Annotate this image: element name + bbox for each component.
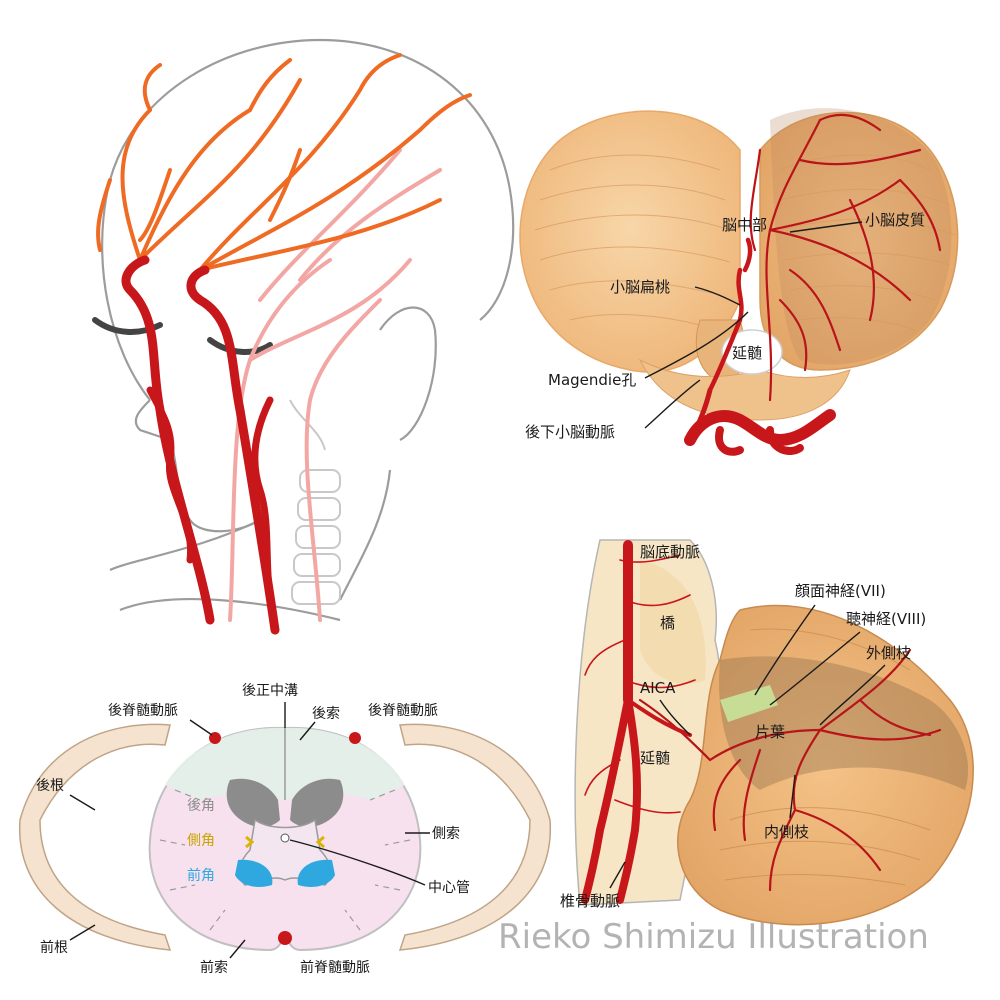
eyelid-right <box>207 337 273 355</box>
label-medial-branch: 内側枝 <box>764 823 809 841</box>
label-anterior-funiculus: 前索 <box>200 959 228 976</box>
label-anterior-root: 前根 <box>40 939 68 956</box>
leader-lateral-branch <box>819 664 886 726</box>
gray-matter-posterior <box>226 778 344 827</box>
label-vermis: 脳中部 <box>722 216 767 234</box>
basilar-vertebral-trunk <box>581 540 692 904</box>
lower-cerebellum <box>638 358 851 421</box>
leader-tonsil <box>694 286 741 306</box>
funiculus-dashes <box>159 789 411 931</box>
cranial-nerves-band <box>720 685 778 722</box>
leader-aica <box>659 699 691 736</box>
spinal-cord-panel: 後正中溝 後脊髄動脈 後脊髄動脈 後索 後根 後角 側角 前角 側索 中心管 前… <box>19 683 551 976</box>
head-outline <box>101 38 515 622</box>
leader-anterior-root <box>69 924 96 941</box>
label-aica: AICA <box>640 679 676 697</box>
label-posterior-horn: 後角 <box>187 798 215 814</box>
label-auditory-nerve: 聴神経(VIII) <box>846 610 926 628</box>
leader-magendie <box>644 311 749 379</box>
label-psa-left: 後脊髄動脈 <box>108 703 178 719</box>
label-psa-right: 後脊髄動脈 <box>368 703 438 719</box>
leader-central-canal <box>289 839 426 886</box>
head-arteries-panel <box>92 38 515 635</box>
leader-psa-left <box>189 719 213 736</box>
posterior-root-right <box>398 723 551 951</box>
cerebellum-right-hemisphere <box>759 111 959 371</box>
cerebellum-dark-band <box>719 656 969 790</box>
label-flocculus: 片葉 <box>755 723 785 741</box>
label-lateral-horn: 側角 <box>187 833 215 849</box>
pons-shade <box>640 560 706 684</box>
red-vertebral-arteries <box>146 386 274 604</box>
label-pons: 橋 <box>660 614 675 632</box>
watermark: Rieko Shimizu Illustration <box>498 917 929 957</box>
cerebellum-folia <box>534 154 956 331</box>
pica-artery-branches <box>749 113 942 402</box>
medulla-oval <box>721 329 783 375</box>
central-canal-shape <box>280 833 290 843</box>
cerebellum-panel: 脳中部 小脳皮質 小脳扁桃 延髄 Magendie孔 後下小脳動脈 <box>519 108 959 456</box>
label-posterior-median-sulcus: 後正中溝 <box>242 683 298 699</box>
pink-arteries <box>228 148 442 622</box>
posterior-spinal-artery-right-dot <box>349 732 361 744</box>
label-pica: 後下小脳動脈 <box>525 423 615 441</box>
label-lateral-branch: 外側枝 <box>866 644 911 662</box>
leader-medial-branch <box>789 774 796 819</box>
leader-vertebral-artery <box>609 861 626 889</box>
leader-cortex <box>789 221 863 233</box>
anterior-horn-right-shape <box>297 859 335 887</box>
label-vertebral-artery: 椎骨動脈 <box>560 892 620 910</box>
lateral-horn-marks <box>245 835 325 849</box>
label-posterior-root: 後根 <box>36 778 64 794</box>
cerebellum-left-hemisphere <box>519 110 741 373</box>
label-lateral-funiculus: 側索 <box>432 825 460 842</box>
vertebral-basilar-bottom <box>684 387 836 456</box>
label-anterior-spinal-artery: 前脊髄動脈 <box>300 959 370 976</box>
label-anterior-horn: 前角 <box>187 867 215 884</box>
lateral-folia <box>719 628 931 886</box>
anterior-horn-left-shape <box>235 859 273 887</box>
label-magendie: Magendie孔 <box>548 371 636 389</box>
label-tonsil: 小脳扁桃 <box>610 278 670 296</box>
label-medulla-bottom: 延髄 <box>640 749 670 767</box>
leader-pica <box>644 379 701 429</box>
label-basilar-artery: 脳底動脈 <box>640 543 700 561</box>
label-facial-nerve: 顔面神経(VII) <box>795 582 886 600</box>
posterior-root-left <box>19 723 172 951</box>
leader-anterior-funiculus <box>229 939 246 959</box>
orange-cerebral-arteries <box>96 53 472 272</box>
brainstem-panel: 脳底動脈 橋 顔面神経(VII) 聴神経(VIII) 外側枝 AICA 片葉 延… <box>560 539 974 926</box>
leader-auditory-nerve <box>769 631 861 706</box>
label-central-canal: 中心管 <box>428 880 470 896</box>
leader-facial-nerve <box>754 604 816 696</box>
label-posterior-funiculus: 後索 <box>312 705 340 722</box>
label-medulla-top: 延髄 <box>732 344 762 362</box>
aica-branches <box>638 648 942 892</box>
label-cerebellar-cortex: 小脳皮質 <box>865 211 925 229</box>
anterior-spinal-artery-dot <box>278 931 292 945</box>
leader-funiculus <box>299 721 316 741</box>
leader-posterior-root <box>69 794 96 811</box>
cerebellum-right-shade <box>770 108 952 365</box>
